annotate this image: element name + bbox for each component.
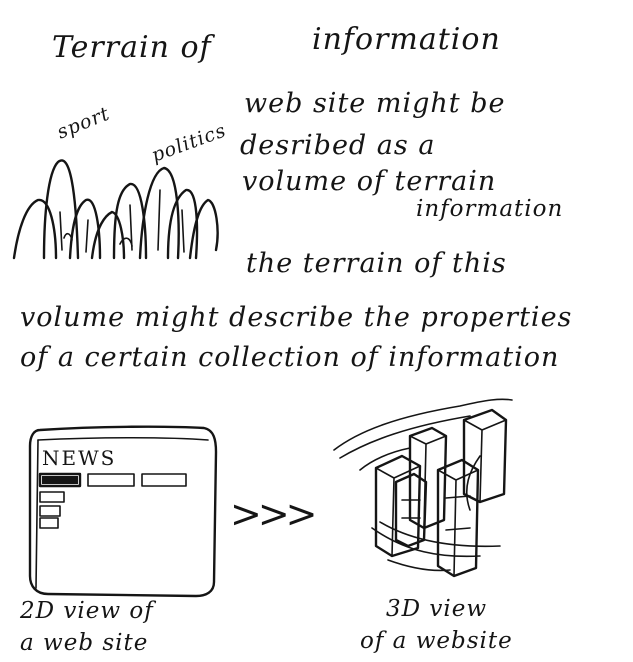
- caption-3d-line1: 3D view: [386, 596, 487, 622]
- caption-2d-line2: a web site: [20, 630, 148, 656]
- caption-2d-line1: 2D view of: [20, 598, 154, 624]
- caption-3d-line2: of a website: [360, 628, 513, 654]
